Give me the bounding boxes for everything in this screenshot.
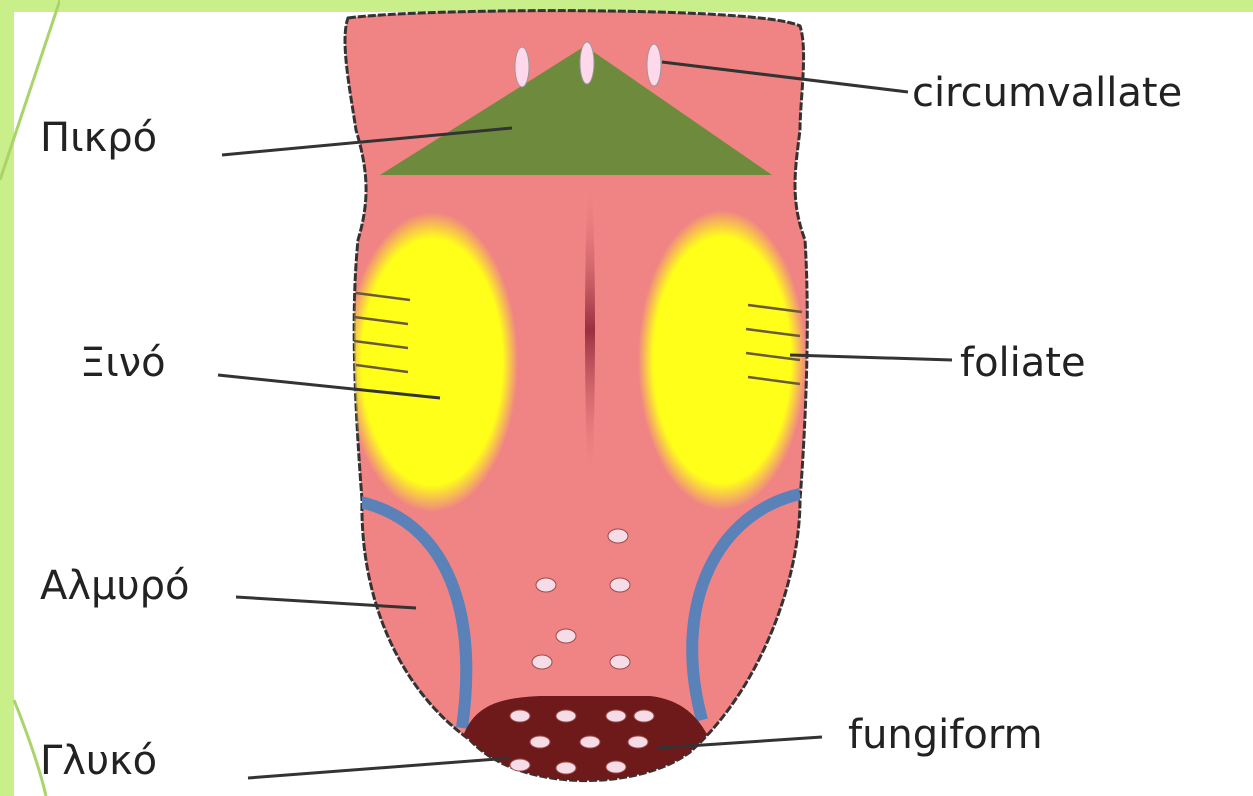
papilla: [606, 710, 626, 722]
papilla: [515, 47, 529, 87]
median-groove: [585, 180, 595, 480]
papilla: [536, 578, 556, 592]
papilla: [556, 710, 576, 722]
leader-line-sweet: [248, 758, 510, 778]
papilla: [608, 529, 628, 543]
papilla: [510, 759, 530, 771]
label-bitter: Πικρό: [40, 118, 157, 158]
label-circumvallate: circumvallate: [912, 73, 1182, 113]
papilla: [628, 736, 648, 748]
sour-region-right: [638, 210, 806, 510]
papilla: [647, 44, 661, 86]
leader-line-foliate: [790, 355, 952, 360]
label-sour: Ξινό: [80, 343, 166, 383]
papilla: [556, 762, 576, 774]
papilla: [606, 761, 626, 773]
papilla: [634, 710, 654, 722]
label-salty: Αλμυρό: [40, 566, 190, 606]
papilla: [510, 710, 530, 722]
label-sweet: Γλυκό: [40, 741, 157, 781]
label-foliate: foliate: [960, 343, 1086, 383]
papilla: [530, 736, 550, 748]
label-fungiform: fungiform: [848, 715, 1043, 755]
papilla: [580, 736, 600, 748]
sour-region-left: [346, 212, 518, 512]
papilla: [610, 578, 630, 592]
papilla: [532, 655, 552, 669]
papilla: [556, 629, 576, 643]
papilla: [580, 42, 594, 84]
papilla: [610, 655, 630, 669]
